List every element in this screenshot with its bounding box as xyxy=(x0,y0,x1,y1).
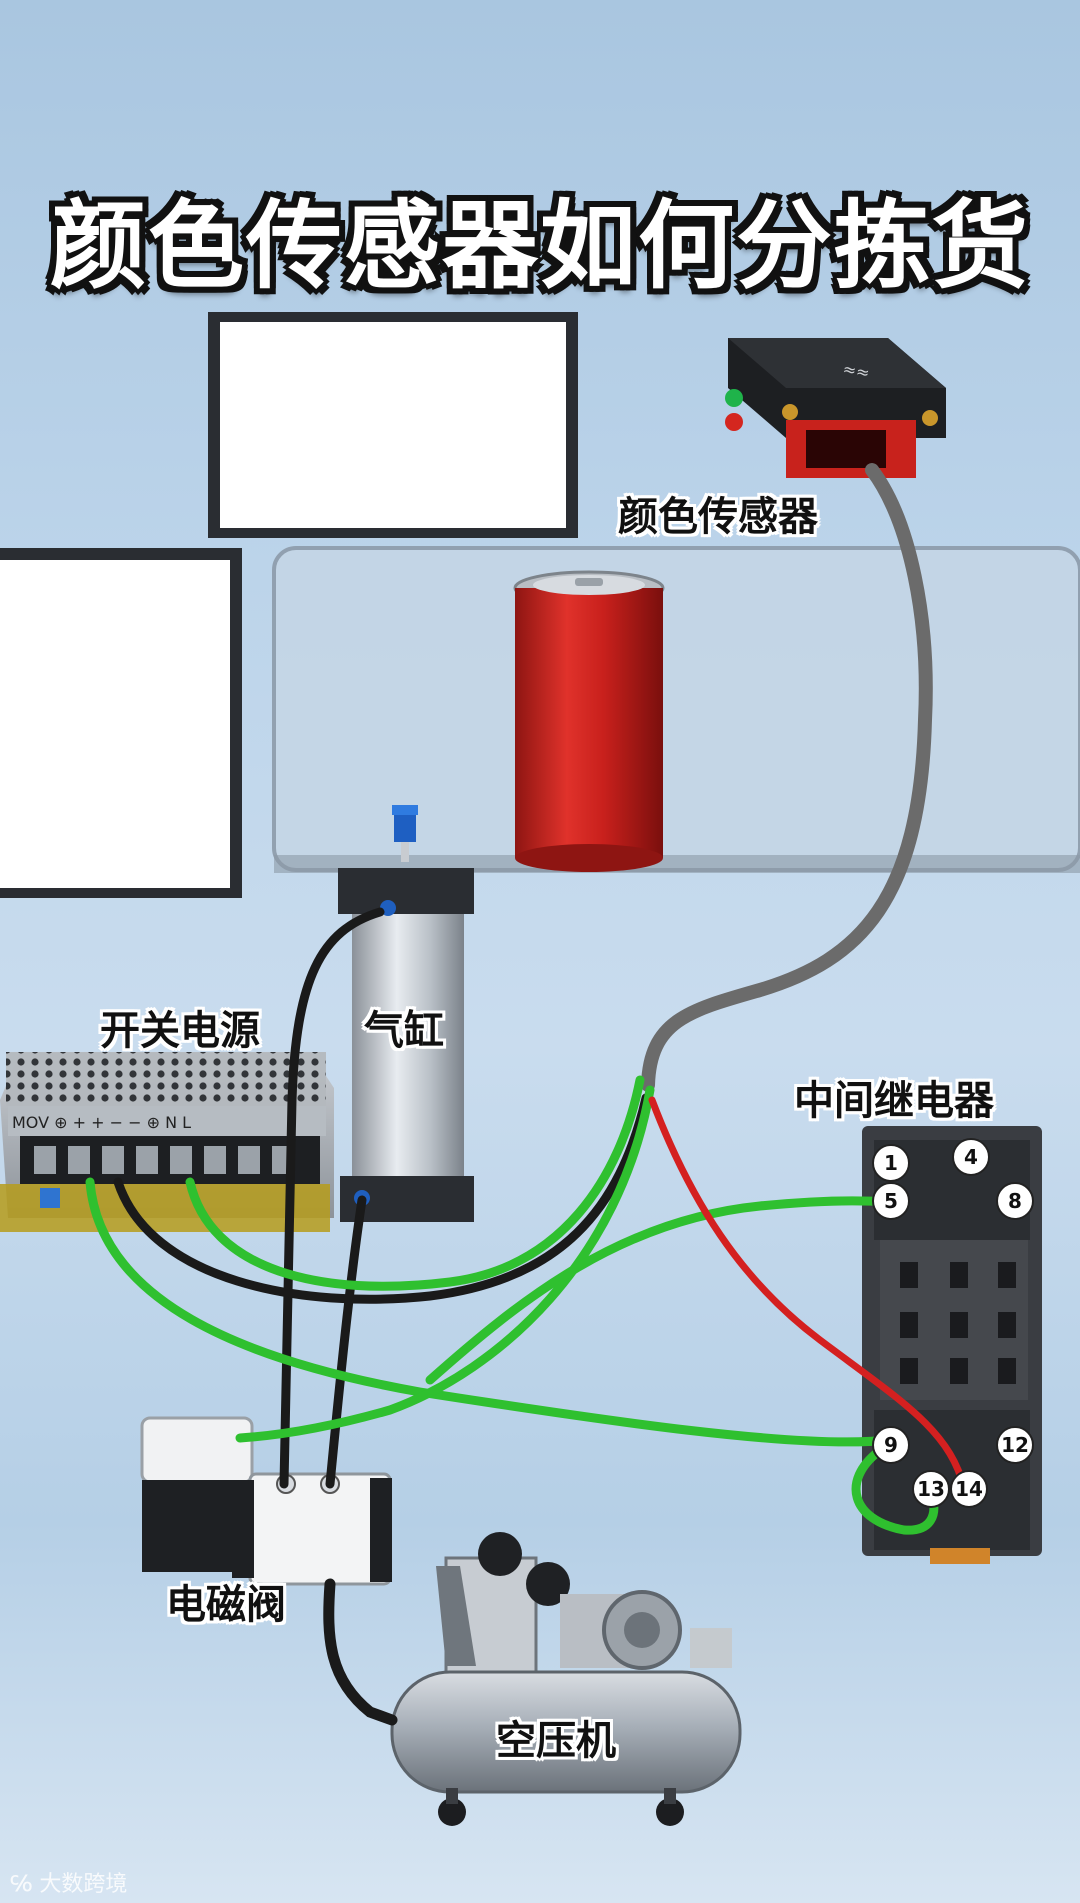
relay-pin-12: 12 xyxy=(996,1426,1034,1464)
cylinder-device xyxy=(338,805,474,1222)
color-sensor-device: ≈≈ xyxy=(725,338,946,478)
relay-pin-5: 5 xyxy=(872,1182,910,1220)
relay-pin-14: 14 xyxy=(950,1470,988,1508)
red-wire-sensor-relay14 xyxy=(648,1096,968,1492)
black-wire-cylinder-top xyxy=(279,907,385,1489)
power-supply-label: 开关电源 xyxy=(100,1008,260,1054)
green-wire-psu-sensor xyxy=(185,1075,645,1291)
cylinder-label: 气缸 xyxy=(364,1008,444,1054)
green-wire-psu-relay9 xyxy=(85,1177,893,1447)
conveyor-belt xyxy=(272,546,1080,873)
black-wire-cylinder-bottom xyxy=(325,1195,367,1489)
svg-text:MOV ⊕ + + − − ⊕ N L: MOV ⊕ + + − − ⊕ N L xyxy=(12,1113,191,1132)
watermark-logo-icon: ℅ xyxy=(10,1872,33,1897)
solenoid-valve-label: 电磁阀 xyxy=(166,1582,286,1628)
air-hose-compressor xyxy=(323,1578,398,1726)
relay-pin-8: 8 xyxy=(996,1182,1034,1220)
power-supply-device: MOV ⊕ + + − − ⊕ N L xyxy=(0,1052,334,1232)
sensor-cable xyxy=(641,463,933,1092)
svg-text:≈≈: ≈≈ xyxy=(841,359,871,382)
top-screen-panel xyxy=(208,312,578,538)
relay-pin-9: 9 xyxy=(872,1426,910,1464)
watermark-text: 大数跨境 xyxy=(39,1872,128,1897)
green-wire-relay5 xyxy=(425,1196,893,1385)
air-compressor-label: 空压机 xyxy=(496,1718,616,1764)
left-screen-panel xyxy=(0,548,242,898)
relay-pin-13: 13 xyxy=(912,1470,950,1508)
red-can xyxy=(513,570,665,872)
relay-label: 中间继电器 xyxy=(794,1078,994,1124)
relay-pin-4: 4 xyxy=(952,1138,990,1176)
black-wire-psu-sensor xyxy=(113,1093,651,1304)
air-compressor-device xyxy=(390,1532,742,1826)
color-sensor-label: 颜色传感器 xyxy=(618,494,818,540)
solenoid-valve-device xyxy=(140,1416,392,1586)
page-title: 颜色传感器如何分拣货 xyxy=(50,190,1030,302)
green-wire-sensor-valve xyxy=(235,1085,655,1443)
watermark: ℅ 大数跨境 xyxy=(10,1866,127,1898)
green-wire-relay-loop xyxy=(851,1447,939,1535)
relay-pin-1: 1 xyxy=(872,1144,910,1182)
